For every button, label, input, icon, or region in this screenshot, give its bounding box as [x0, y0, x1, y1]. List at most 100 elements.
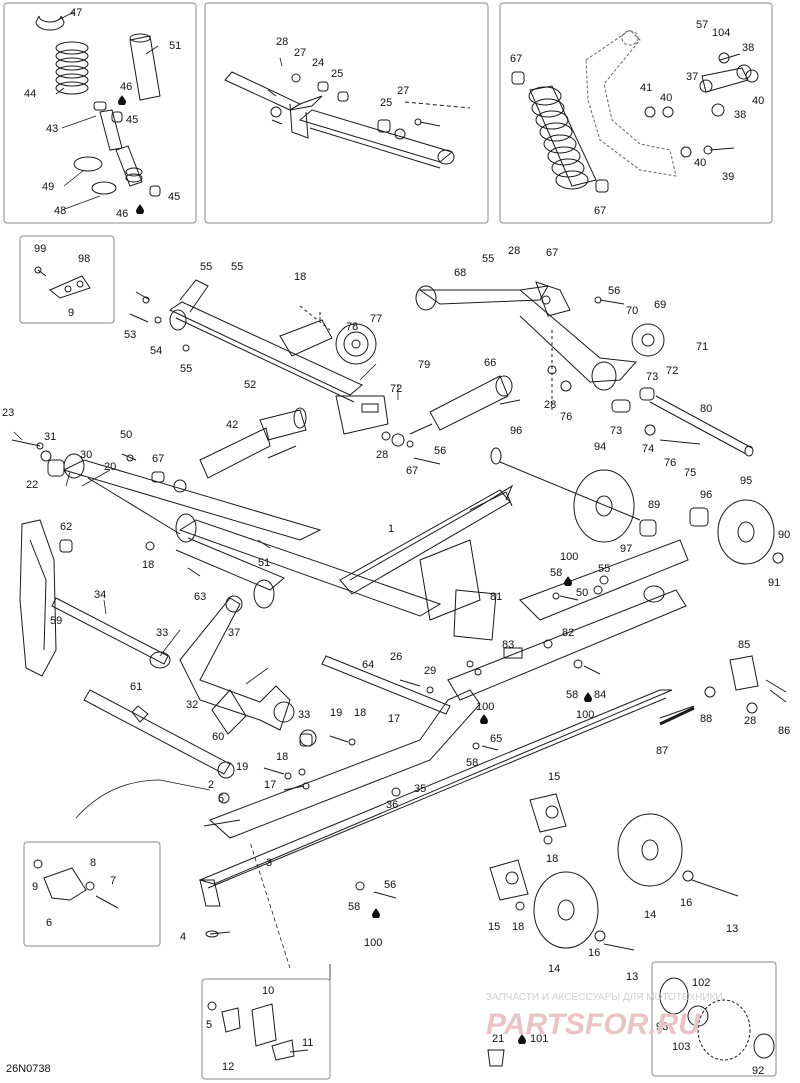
callout-67: 67: [152, 453, 164, 465]
callout-48: 48: [54, 205, 66, 217]
callout-8: 8: [90, 857, 96, 869]
callout-15: 15: [548, 771, 560, 783]
callout-87: 87: [656, 745, 668, 757]
callout-16: 16: [680, 897, 692, 909]
inset-idler-wheel: [651, 961, 777, 1077]
callout-73: 73: [610, 425, 622, 437]
spring-retainer: [35, 15, 65, 31]
callout-96: 96: [700, 489, 712, 501]
inset-rear-arm: [204, 2, 489, 224]
callout-59: 59: [50, 615, 62, 627]
callout-61: 61: [130, 681, 142, 693]
idler-wheels: [490, 447, 784, 951]
callout-100: 100: [560, 551, 578, 563]
callout-45: 45: [126, 114, 138, 126]
callout-104: 104: [712, 27, 730, 39]
callout-9: 9: [32, 881, 38, 893]
inset-shock-linkage: [499, 2, 773, 224]
callout-5: 5: [218, 793, 224, 805]
callout-72: 72: [666, 365, 678, 377]
fasteners: [11, 431, 695, 938]
callout-labels: 47 51 44 46 43 45 49 48 46 45 28 27 24 2…: [2, 7, 790, 1077]
callout-46: 46: [116, 208, 128, 220]
oil-drop-icon: [118, 95, 126, 105]
wheel-brackets: [489, 793, 567, 911]
callout-90: 90: [778, 529, 790, 541]
callout-76: 76: [560, 411, 572, 423]
callout-55: 55: [482, 253, 494, 265]
callout-63: 63: [194, 591, 206, 603]
inset-clip-kit: [201, 978, 331, 1080]
callout-27: 27: [294, 47, 306, 59]
callout-37: 37: [228, 627, 240, 639]
callout-28: 28: [276, 36, 288, 48]
callout-103: 103: [672, 1041, 690, 1053]
callout-10: 10: [262, 985, 274, 997]
shock-linkage-parts: [511, 29, 759, 193]
callout-14: 14: [644, 909, 656, 921]
callout-17: 17: [388, 713, 400, 725]
callout-50: 50: [576, 587, 588, 599]
callout-16: 16: [588, 947, 600, 959]
callout-36: 36: [386, 799, 398, 811]
shock-spring-parts: [35, 15, 161, 197]
callout-84: 84: [594, 689, 606, 701]
callout-38: 38: [734, 109, 746, 121]
callout-55: 55: [180, 363, 192, 375]
callout-85: 85: [738, 639, 750, 651]
callout-55: 55: [231, 261, 243, 273]
callout-60: 60: [212, 731, 224, 743]
callout-72: 72: [390, 383, 402, 395]
callout-62: 62: [60, 521, 72, 533]
oil-drop-icon: [564, 576, 572, 586]
callout-34: 34: [94, 589, 106, 601]
callout-39: 39: [722, 171, 734, 183]
front-shock: [173, 407, 307, 493]
callout-31: 31: [44, 431, 56, 443]
callout-28: 28: [376, 449, 388, 461]
rear-bumper-parts: [659, 655, 787, 719]
watermark-brand: PARTSFOR.RU: [486, 1008, 701, 1041]
callout-64: 64: [362, 659, 374, 671]
callout-86: 86: [778, 725, 790, 737]
callout-25: 25: [380, 97, 392, 109]
callout-71: 71: [696, 341, 708, 353]
callout-33: 33: [156, 627, 168, 639]
callout-23: 23: [2, 407, 14, 419]
callout-27: 27: [397, 85, 409, 97]
shock-bushing-top: [111, 111, 123, 123]
callout-44: 44: [24, 88, 36, 100]
callout-2: 2: [208, 779, 214, 791]
callout-99: 99: [34, 243, 46, 255]
callout-56: 56: [608, 285, 620, 297]
callout-53: 53: [124, 329, 136, 341]
callout-55: 55: [200, 261, 212, 273]
callout-6: 6: [46, 917, 52, 929]
o-ring: [73, 156, 103, 172]
bottom-fitting: [487, 1049, 505, 1067]
callout-12: 12: [222, 1061, 234, 1073]
callout-96: 96: [510, 425, 522, 437]
callout-40: 40: [660, 92, 672, 104]
callout-20: 20: [104, 461, 116, 473]
callout-15: 15: [488, 921, 500, 933]
track-strap: [19, 519, 57, 677]
callout-67: 67: [546, 247, 558, 259]
callout-58: 58: [566, 689, 578, 701]
spring-adjuster-nut: [91, 181, 117, 195]
callout-78: 78: [346, 321, 358, 333]
callout-91: 91: [768, 577, 780, 589]
callout-51: 51: [169, 40, 181, 52]
wheel-95: [717, 499, 775, 565]
callout-56: 56: [384, 879, 396, 891]
callout-92: 92: [752, 1065, 764, 1077]
main-frame: [62, 453, 689, 839]
callout-18: 18: [294, 271, 306, 283]
callout-18: 18: [276, 751, 288, 763]
callout-45: 45: [168, 191, 180, 203]
callout-1: 1: [388, 523, 394, 535]
callout-98: 98: [78, 253, 90, 265]
rear-shock: [391, 375, 521, 447]
